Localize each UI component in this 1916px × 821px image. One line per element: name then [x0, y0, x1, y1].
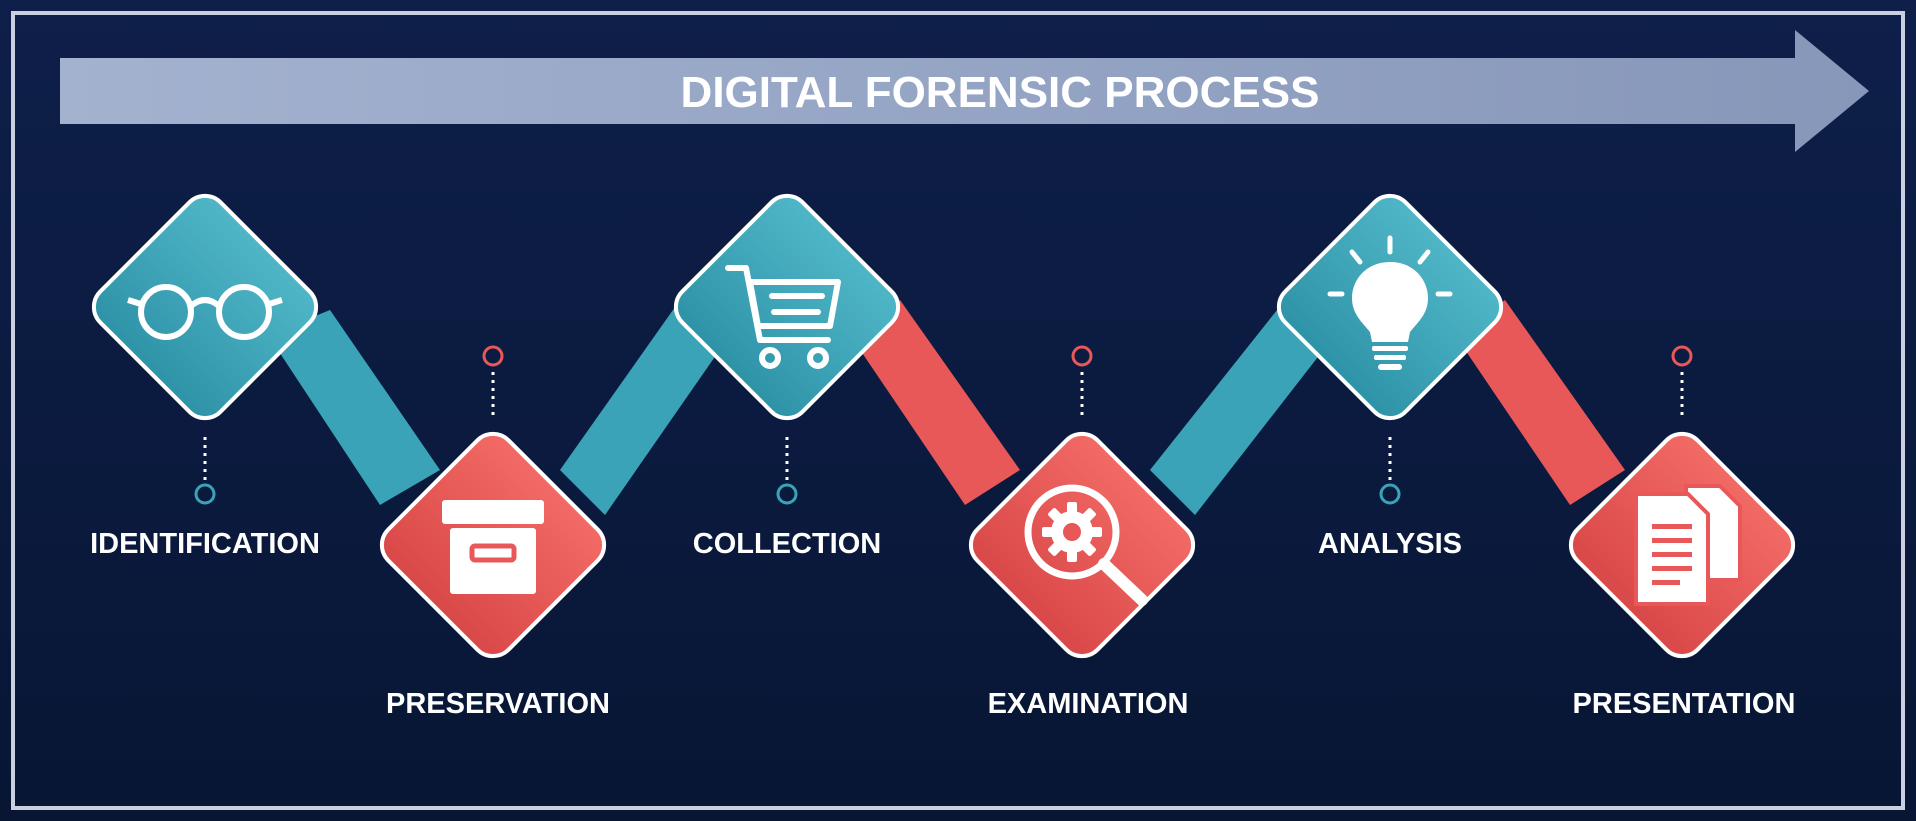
step-examination	[968, 431, 1196, 659]
ribbon-identification-preservation	[268, 310, 440, 505]
step-collection	[673, 193, 901, 421]
label-identification: IDENTIFICATION	[90, 528, 320, 560]
archive-box-icon	[442, 500, 544, 594]
ring-presentation	[1671, 345, 1693, 367]
step-preservation	[379, 431, 607, 659]
ribbon-preservation-collection	[560, 300, 730, 515]
glasses-icon	[127, 284, 283, 340]
ring-identification	[194, 483, 216, 505]
title-text: DIGITAL FORENSIC PROCESS	[681, 68, 1320, 117]
ring-collection	[776, 483, 798, 505]
frame-border	[11, 11, 1905, 810]
dotted-connectors	[194, 345, 1693, 505]
step-presentation	[1568, 431, 1796, 659]
diamond-collection	[673, 193, 901, 421]
shopping-cart-icon	[725, 265, 841, 369]
ribbon-collection-examination	[850, 300, 1020, 505]
diamond-identification	[91, 193, 319, 421]
label-presentation: PRESENTATION	[1573, 688, 1796, 720]
ring-examination	[1071, 345, 1093, 367]
step-labels: IDENTIFICATION PRESERVATION COLLECTION E…	[90, 528, 1795, 720]
label-analysis: ANALYSIS	[1318, 528, 1462, 560]
label-collection: COLLECTION	[693, 528, 882, 560]
label-examination: EXAMINATION	[988, 688, 1189, 720]
title-arrow: DIGITAL FORENSIC PROCESS	[60, 30, 1869, 152]
ring-preservation	[482, 345, 504, 367]
magnifier-gear-icon	[1024, 484, 1148, 606]
ring-analysis	[1379, 483, 1401, 505]
ribbon-examination-analysis	[1150, 300, 1335, 515]
step-analysis	[1276, 193, 1504, 421]
documents-icon	[1634, 484, 1742, 606]
ribbon-analysis-presentation	[1455, 300, 1625, 505]
step-identification	[91, 193, 319, 421]
label-preservation: PRESERVATION	[386, 688, 610, 720]
connector-ribbons	[268, 300, 1625, 515]
lightbulb-icon	[1327, 235, 1453, 370]
